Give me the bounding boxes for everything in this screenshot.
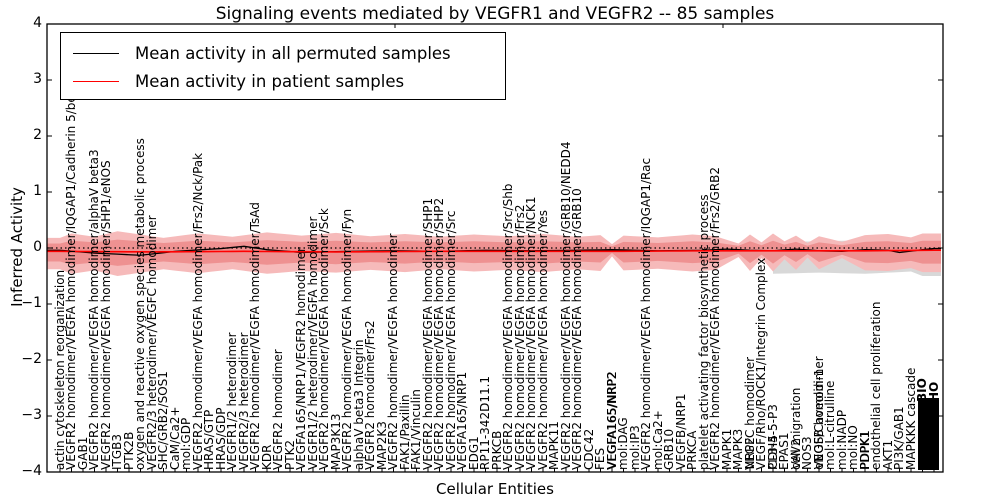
y-tick-label: −3 bbox=[21, 407, 42, 423]
x-tick-label: VEGFR2 homodimer/VEGFA homodimer/IQGAP1/… bbox=[64, 34, 78, 470]
legend-label-permuted: Mean activity in all permuted samples bbox=[135, 43, 451, 63]
permuted-mean-line bbox=[47, 245, 941, 256]
chart-title: Signaling events mediated by VEGFR1 and … bbox=[215, 4, 775, 24]
legend-row-patient: Mean activity in patient samples bbox=[73, 67, 505, 95]
x-tick-label: VEGFR2 homodimer/VEGFA homodimer/SHP1/eN… bbox=[98, 160, 113, 470]
patient-mean-line bbox=[47, 249, 941, 253]
y-tick-label: 4 bbox=[33, 15, 42, 31]
label-cluster-blob bbox=[918, 398, 939, 470]
y-tick-label: 2 bbox=[33, 127, 42, 143]
x-tick-label: VEGFR2 homodimer/VEGFA homodimer/TsAd bbox=[248, 202, 262, 470]
legend-line-red bbox=[73, 80, 119, 82]
y-tick-label: 1 bbox=[33, 183, 42, 199]
y-tick-label: −4 bbox=[21, 463, 42, 479]
legend-line-black bbox=[73, 52, 119, 54]
x-axis-label: Cellular Entities bbox=[436, 480, 554, 498]
legend-row-permuted: Mean activity in all permuted samples bbox=[73, 39, 505, 67]
y-tick-label: −1 bbox=[21, 295, 42, 311]
y-tick-label: 0 bbox=[33, 239, 42, 255]
patient-inner-band bbox=[47, 239, 941, 266]
legend-label-patient: Mean activity in patient samples bbox=[135, 71, 405, 91]
y-tick-label: 3 bbox=[33, 71, 42, 87]
y-tick-label: −2 bbox=[21, 351, 42, 367]
x-tick-label: VEGFR2 homodimer/VEGFA homodimer/Frs2/GR… bbox=[708, 166, 722, 470]
legend-box: Mean activity in all permuted samples Me… bbox=[60, 32, 506, 100]
x-tick-label: VEGFR2 homodimer/VEGFA homodimer/GRB10 bbox=[570, 188, 584, 470]
